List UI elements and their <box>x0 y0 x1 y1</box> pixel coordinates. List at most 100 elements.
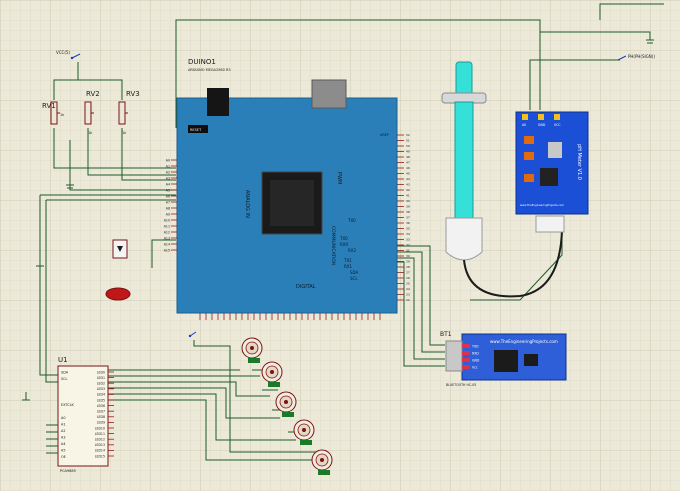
arduino-mega-board[interactable]: DUINO1 ARDUINO MEGA2560 R3 RESET ANALOG … <box>164 58 410 320</box>
digital-pin-39: 39 <box>406 205 410 209</box>
u1-pin-scl: SCL <box>61 377 68 381</box>
digital-pin-35: 35 <box>406 227 410 231</box>
servo-motor-3[interactable] <box>275 391 297 417</box>
svg-text:AREF: AREF <box>380 133 389 137</box>
servo-motor-5[interactable] <box>311 449 333 475</box>
analog-pin-A8: A8 <box>166 207 170 211</box>
communication-label: COMMUNICATION <box>330 226 336 265</box>
svg-text:TX0: TX0 <box>339 236 348 241</box>
analog-pin-A14: A14 <box>164 243 170 247</box>
potentiometer-rv3[interactable]: RV3 1k <box>118 90 140 135</box>
digital-pin-40: 40 <box>406 199 410 203</box>
ph-pin-a0: A0 <box>522 123 526 127</box>
digital-pin-22: 22 <box>406 298 410 302</box>
bt-pin-gnd: GND <box>472 359 480 363</box>
wires <box>22 3 660 461</box>
servo-motor-2[interactable] <box>261 361 283 387</box>
u1-pin-led4: LED4 <box>97 393 105 397</box>
analog-pin-A4: A4 <box>166 183 170 187</box>
u1-pin-led9: LED9 <box>97 421 105 425</box>
analog-pin-A15: A15 <box>164 249 170 253</box>
svg-text:1k: 1k <box>88 131 93 135</box>
u1-pin-a5: A5 <box>61 448 65 452</box>
servo-motor-1[interactable] <box>241 337 263 363</box>
bt-ref-label: BT1 <box>440 331 452 338</box>
bt-pin-rxd: RXD <box>472 352 479 356</box>
potentiometer-rv2[interactable]: RV2 1k <box>84 90 100 135</box>
svg-text:RV1: RV1 <box>42 102 56 110</box>
u1-pin-led11: LED11 <box>95 432 105 436</box>
reset-button[interactable] <box>188 125 208 133</box>
servo-motor-4[interactable] <box>293 419 315 445</box>
digital-pin-30: 30 <box>406 254 410 258</box>
digital-pin-32: 32 <box>406 243 410 247</box>
svg-text:VCC(5): VCC(5) <box>56 50 70 55</box>
u1-pin-oe: OE <box>61 455 66 459</box>
ph-board-title: pH Meter V1.0 <box>576 144 582 180</box>
analog-pin-A6: A6 <box>166 195 170 199</box>
digital-pin-26: 26 <box>406 276 410 280</box>
digital-pin-31: 31 <box>406 249 410 253</box>
digital-pin-36: 36 <box>406 221 410 225</box>
bt-title: www.TheEngineeringProjects.com <box>490 339 558 344</box>
ph-meter-board[interactable]: A0 GND VCC pH Meter V1.0 www.TheEngineerin… <box>515 111 589 233</box>
digital-pin-50: 50 <box>406 144 410 148</box>
ph-pin-vcc: VCC <box>554 123 561 127</box>
digital-pin-43: 43 <box>406 183 410 187</box>
svg-text:TX0: TX0 <box>347 218 356 223</box>
svg-text:TX1: TX1 <box>343 258 352 263</box>
svg-text:RX2: RX2 <box>348 248 357 253</box>
analog-pin-A0: A0 <box>166 159 170 163</box>
u1-pin-a0: A0 <box>61 416 65 420</box>
u1-part: PCA9685 <box>60 469 76 473</box>
board-sub-label: ARDUINO MEGA2560 R3 <box>188 68 231 72</box>
power-label-left: VCC(5) <box>56 50 81 60</box>
analog-pin-A5: A5 <box>166 189 170 193</box>
u1-pin-led12: LED12 <box>95 438 105 442</box>
ldr-sensor[interactable] <box>105 239 131 301</box>
analog-pin-A10: A10 <box>164 219 170 223</box>
u1-pin-a4: A4 <box>61 442 65 446</box>
analog-pin-A7: A7 <box>166 201 170 205</box>
pwm-label: PWM <box>336 172 342 184</box>
svg-text:SDA: SDA <box>350 270 359 275</box>
ph-net-label: PH(PH(SIGN)) <box>617 54 655 61</box>
svg-text:RESET: RESET <box>190 128 202 132</box>
analog-pin-A12: A12 <box>164 231 170 235</box>
u1-pin-led5: LED5 <box>97 398 105 402</box>
u1-pin-a3: A3 <box>61 435 65 439</box>
digital-pin-28: 28 <box>406 265 410 269</box>
servo-motors <box>241 337 333 475</box>
u1-pin-led1: LED1 <box>97 376 105 380</box>
right-header-pins: 5251504948474645444342414039383736353433… <box>397 133 410 302</box>
digital-pin-38: 38 <box>406 210 410 214</box>
power-label-servo <box>188 331 197 338</box>
u1-pin-led2: LED2 <box>97 382 105 386</box>
svg-text:RX1: RX1 <box>344 264 353 269</box>
ground-symbols <box>36 3 664 267</box>
digital-pin-47: 47 <box>406 161 410 165</box>
potentiometer-rv1[interactable]: RV1 1k <box>42 101 65 125</box>
ph-board-site: www.TheEngineeringProjects.com <box>520 203 564 207</box>
digital-pin-37: 37 <box>406 216 410 220</box>
u1-pin-extclk: EXTCLK <box>61 403 75 407</box>
bottom-header-pins <box>199 313 381 320</box>
digital-pin-41: 41 <box>406 194 410 198</box>
bt-sub: BLUETOOTH HC-05 <box>446 383 476 387</box>
analog-pin-A9: A9 <box>166 213 170 217</box>
ph-probe[interactable] <box>441 61 563 298</box>
bt-pin-txd: TXD <box>471 345 479 349</box>
analog-pin-A2: A2 <box>166 171 170 175</box>
u1-pin-led3: LED3 <box>97 387 105 391</box>
ph-pin-gnd: GND <box>538 123 546 127</box>
u1-pin-led7: LED7 <box>97 410 105 414</box>
usb-port <box>311 79 347 109</box>
svg-text:RV2: RV2 <box>86 90 100 98</box>
digital-pin-49: 49 <box>406 150 410 154</box>
digital-pin-24: 24 <box>406 287 410 291</box>
